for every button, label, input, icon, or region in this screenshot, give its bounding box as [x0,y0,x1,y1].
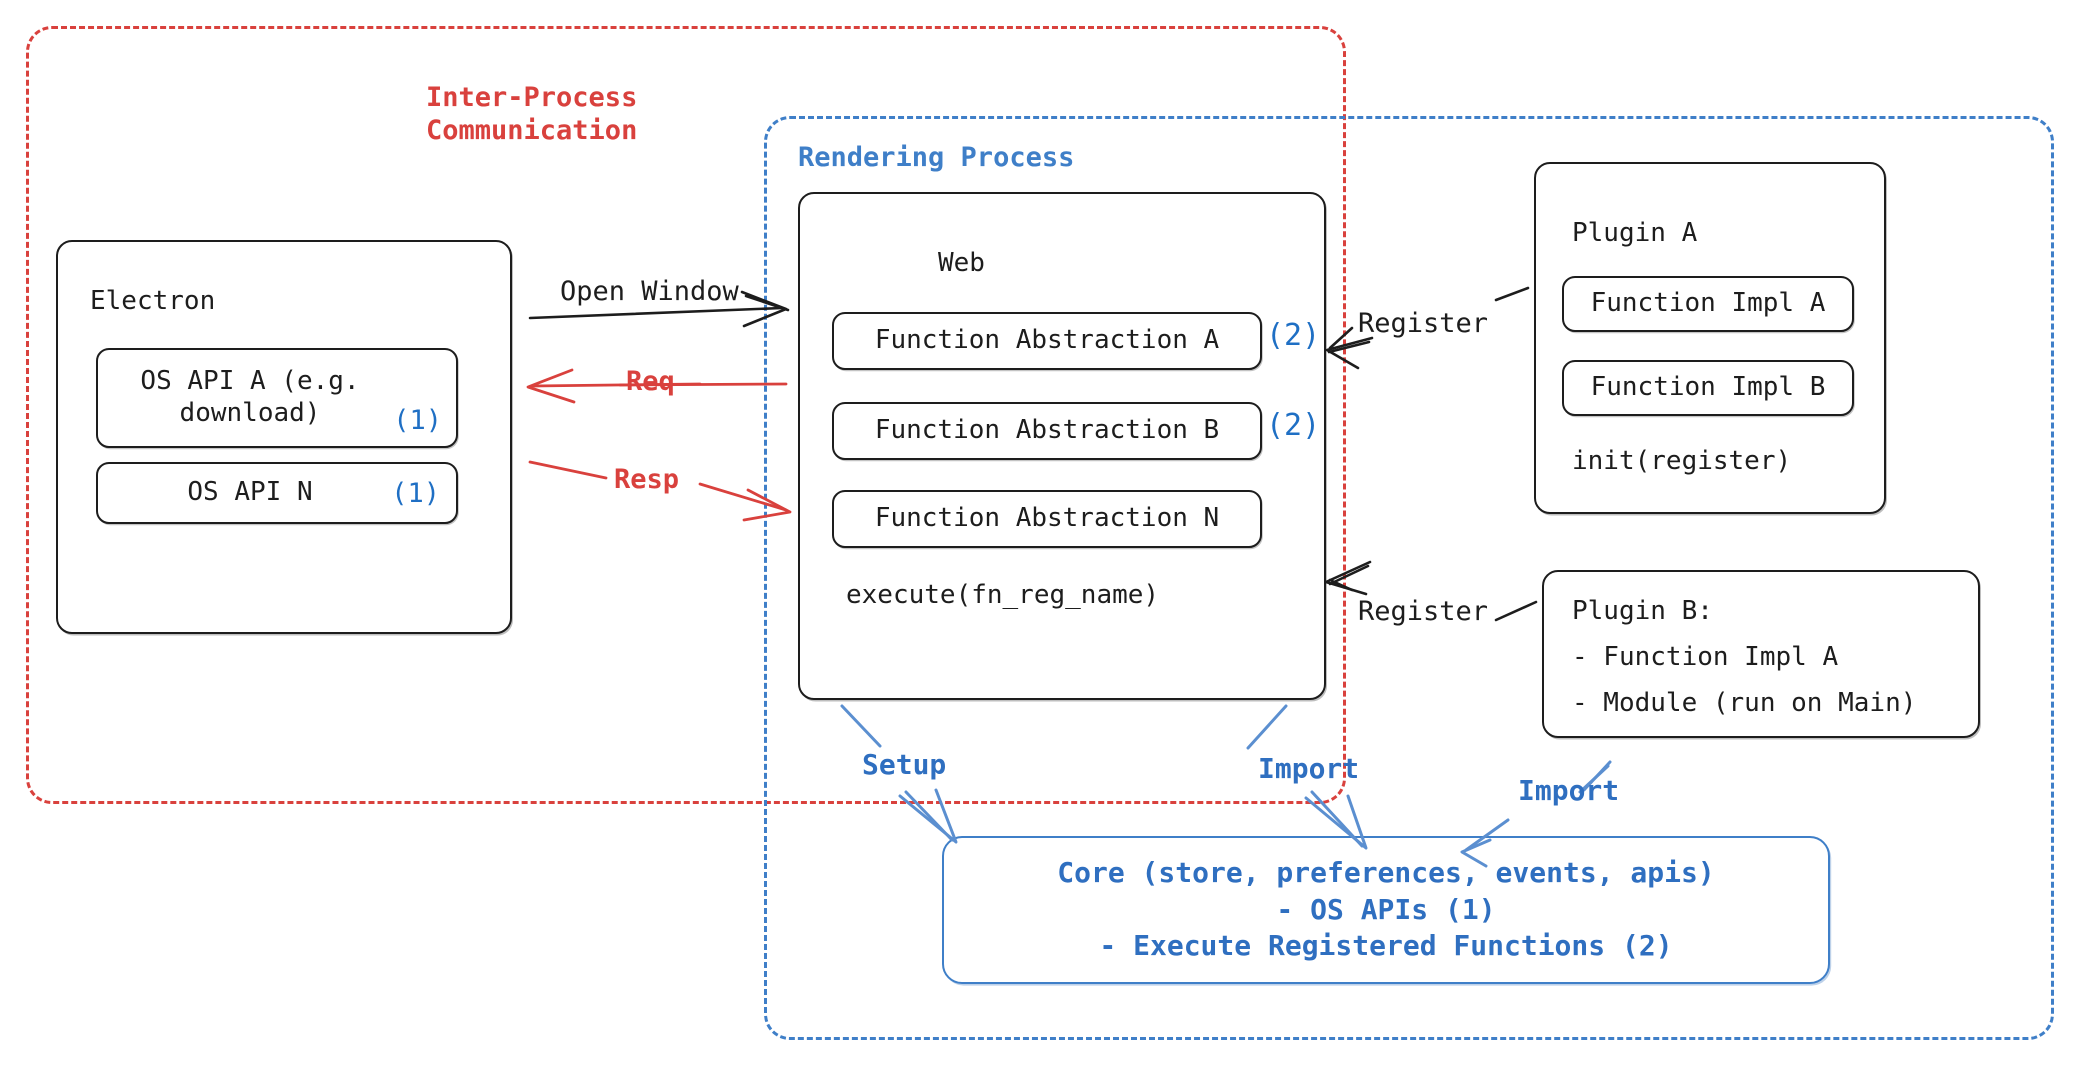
core-box: Core (store, preferences, events, apis) … [942,836,1830,984]
setup-label: Setup [862,748,947,781]
req-label: Req [626,366,675,397]
os-api-a-label: OS API A (e.g. download) [140,366,360,428]
resp-label: Resp [614,464,680,495]
rendering-process-region-boundary [764,116,2054,1040]
register-plugin-a-label: Register [1358,308,1489,339]
function-abstraction-a-label: Function Abstraction A [874,325,1220,356]
rendering-process-region-label: Rendering Process [798,142,1075,173]
register-plugin-b-label: Register [1358,596,1489,627]
function-abstraction-b-tag: (2) [1266,408,1321,443]
os-api-n-box: OS API N (1) [96,462,458,524]
plugin-b-item-function-impl-a: - Function Impl A [1572,642,1839,672]
ipc-region-boundary [26,26,1346,804]
ipc-region-label: Inter-Process Communication [426,82,638,146]
web-title: Web [938,248,985,278]
plugin-b-box [1542,570,1980,738]
os-api-n-label: OS API N [187,477,313,508]
import-plugin-b-label: Import [1518,774,1620,807]
import-web-label: Import [1258,752,1360,785]
function-abstraction-b-box: Function Abstraction B [832,402,1262,460]
os-api-n-tag: (1) [391,478,440,509]
function-abstraction-a-tag: (2) [1266,318,1321,353]
plugin-a-function-impl-a-label: Function Impl A [1590,288,1826,319]
function-abstraction-b-label: Function Abstraction B [874,415,1220,446]
plugin-a-function-impl-b-box: Function Impl B [1562,360,1854,416]
plugin-a-title: Plugin A [1572,218,1698,248]
os-api-a-tag: (1) [393,405,442,436]
function-abstraction-n-box: Function Abstraction N [832,490,1262,548]
open-window-label: Open Window [560,276,739,307]
plugin-a-function-impl-a-box: Function Impl A [1562,276,1854,332]
electron-title: Electron [90,286,216,316]
web-execute-label: execute(fn_reg_name) [846,580,1160,610]
plugin-a-function-impl-b-label: Function Impl B [1590,372,1826,403]
plugin-a-init-label: init(register) [1572,446,1792,476]
function-abstraction-a-box: Function Abstraction A [832,312,1262,370]
os-api-a-box: OS API A (e.g. download) (1) [96,348,458,448]
plugin-b-item-module: - Module (run on Main) [1572,688,1917,718]
plugin-b-title: Plugin B: [1572,596,1713,626]
plugin-a-box [1534,162,1886,514]
function-abstraction-n-label: Function Abstraction N [874,503,1220,534]
core-label: Core (store, preferences, events, apis) … [1057,856,1715,963]
